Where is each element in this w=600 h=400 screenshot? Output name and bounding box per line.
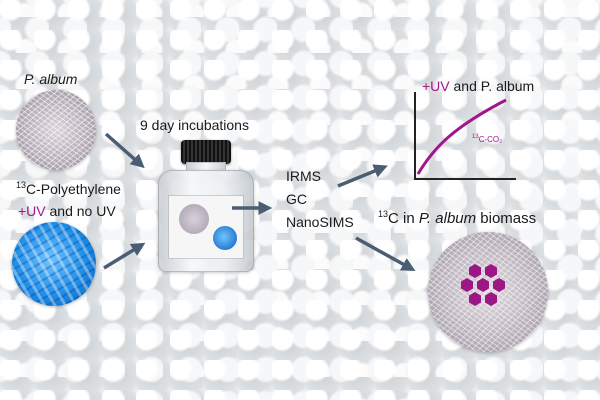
hexagon-cluster-icon bbox=[461, 264, 505, 306]
method-nanosims: NanoSIMS bbox=[286, 214, 354, 230]
hexagon-3 bbox=[461, 278, 473, 292]
hexagon-1 bbox=[469, 264, 481, 278]
arrow-pellets-to-vial bbox=[103, 242, 146, 270]
chart-title: +UV and P. album bbox=[422, 78, 535, 94]
vial-cap bbox=[181, 140, 231, 164]
method-irms: IRMS bbox=[286, 168, 321, 184]
hexagon-5 bbox=[493, 278, 505, 292]
hexagon-6 bbox=[469, 292, 481, 306]
curve-chart-line bbox=[416, 98, 507, 175]
biomass-image bbox=[428, 232, 548, 352]
hexagon-7 bbox=[485, 292, 497, 306]
co2-curve bbox=[416, 98, 507, 175]
curve-chart bbox=[414, 92, 516, 180]
arrow-mycelium-to-vial bbox=[104, 132, 145, 169]
polyethylene-pellets-image bbox=[12, 222, 96, 306]
incubation-label: 9 day incubations bbox=[140, 117, 249, 133]
hexagon-2 bbox=[485, 264, 497, 278]
vial-pellet-icon bbox=[213, 226, 237, 250]
vial-mycelium-icon bbox=[179, 204, 209, 234]
vial-icon bbox=[150, 140, 260, 276]
method-gc: GC bbox=[286, 191, 307, 207]
vial-neck bbox=[186, 162, 226, 172]
organism-label: P. album bbox=[24, 71, 78, 87]
curve-label: 13C-CO₂ bbox=[472, 134, 503, 144]
vial-body bbox=[158, 170, 254, 272]
substrate-label: 13C-Polyethylene bbox=[16, 180, 121, 198]
arrow-methods-to-chart bbox=[337, 164, 388, 188]
biomass-label: 13C in P. album biomass bbox=[378, 209, 537, 228]
vial-label bbox=[169, 196, 243, 258]
fungal-mycelium-image bbox=[16, 90, 96, 170]
uv-condition-label: +UV and no UV bbox=[18, 203, 116, 219]
hexagon-4 bbox=[477, 278, 489, 292]
arrow-methods-to-biomass bbox=[355, 236, 416, 272]
